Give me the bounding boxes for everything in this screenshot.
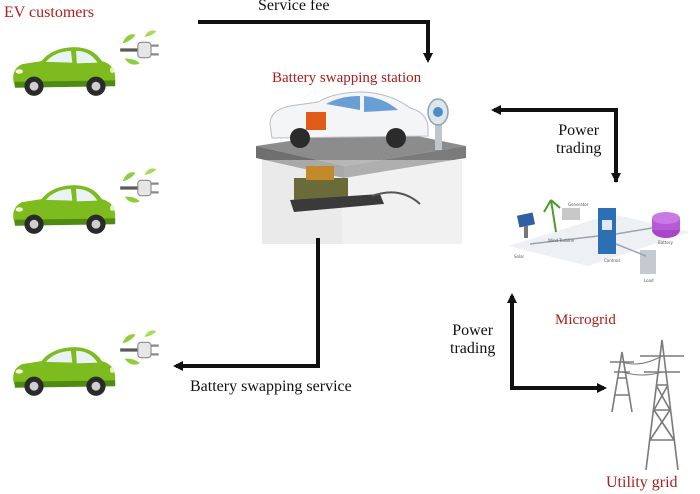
arrow-service-fee [198, 20, 433, 63]
arrow-power-trading-top [491, 105, 621, 183]
svg-text:Battery: Battery [658, 240, 673, 245]
utility-grid-label: Utility grid [606, 474, 678, 491]
service-fee-label: Service fee [258, 0, 330, 14]
svg-text:Solar: Solar [514, 254, 525, 259]
power-trading-top-label: Power trading [556, 122, 602, 158]
ev-customers-label: EV customers [4, 4, 94, 21]
microgrid-icon: Solar Wind Turbine Generator Controls Ba… [508, 199, 690, 283]
ev-car-icon [13, 166, 161, 234]
power-trading-bottom-label: Power trading [450, 322, 496, 358]
svg-text:Wind Turbine: Wind Turbine [548, 238, 575, 243]
arrow-battery-swapping-service [173, 238, 320, 371]
battery-swapping-service-label: Battery swapping service [190, 378, 352, 395]
svg-text:Controls: Controls [604, 258, 621, 263]
svg-text:Load: Load [644, 278, 654, 283]
battery-swapping-station-icon [256, 91, 466, 244]
ev-car-icon [13, 328, 161, 396]
battery-swapping-station-label: Battery swapping station [272, 70, 422, 86]
ev-car-icon [13, 28, 161, 96]
transmission-tower-icon [610, 339, 684, 471]
arrow-power-trading-bottom [507, 293, 607, 393]
svg-text:Generator: Generator [568, 202, 589, 207]
microgrid-label: Microgrid [555, 312, 616, 328]
